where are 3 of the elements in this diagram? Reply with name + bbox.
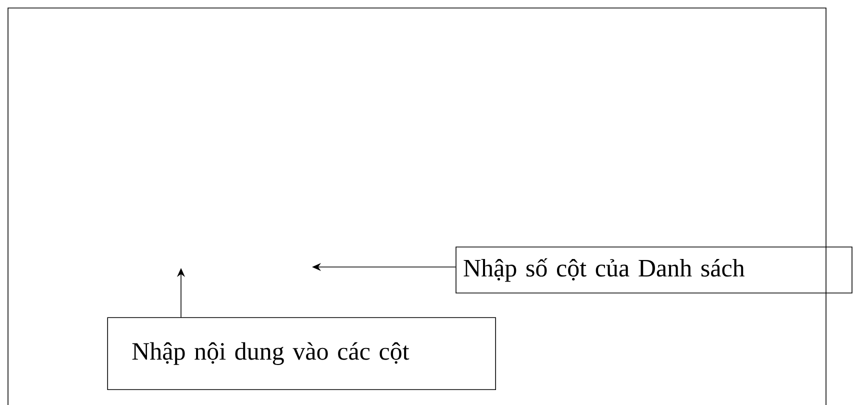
frame <box>8 8 826 405</box>
callout-box: Nhập số cột của Danh sách <box>456 246 852 294</box>
callout-box: Nhập nội dung vào các cột <box>107 317 496 390</box>
